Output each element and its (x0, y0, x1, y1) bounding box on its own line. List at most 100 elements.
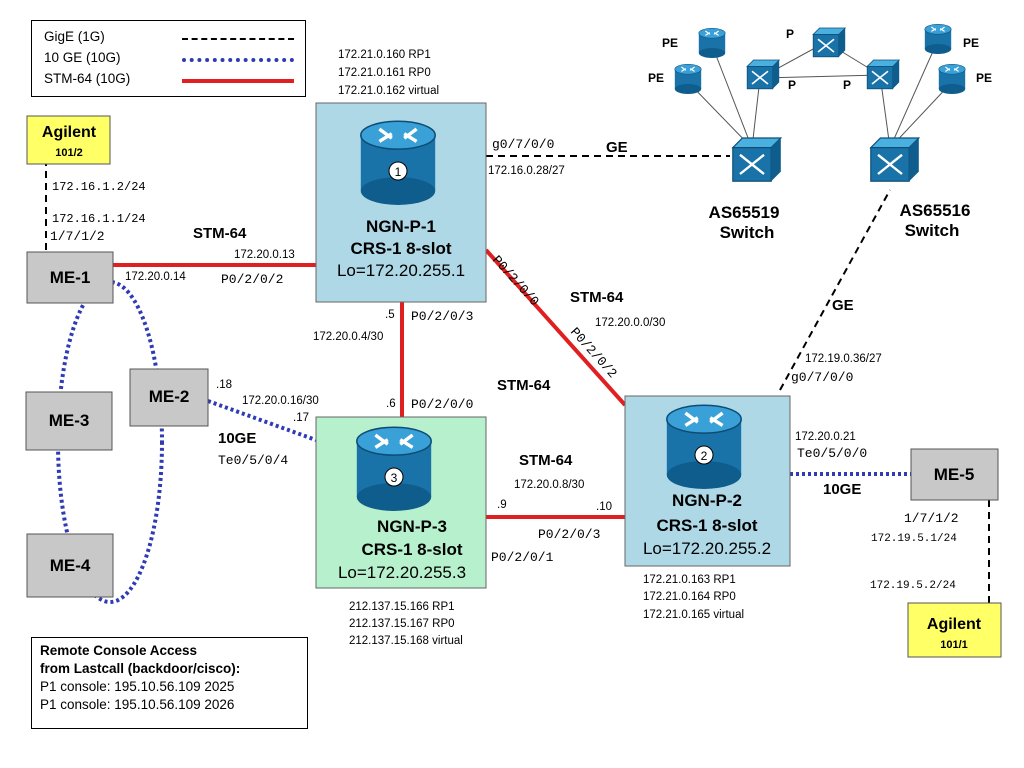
p2-me5-type: 10GE (823, 481, 861, 498)
legend-gige-line (182, 38, 294, 40)
p-switch-icon-2 (812, 27, 847, 58)
p2-mgmt-rp1: 172.21.0.163 RP1 (643, 574, 736, 586)
router-p1-name: NGN-P-1 (366, 217, 436, 236)
p1-sw-subnet: 172.16.0.28/27 (488, 165, 565, 177)
p2-port-me5: Te0/5/0/0 (797, 446, 867, 461)
p1-port-me1: P0/2/0/2 (221, 272, 283, 287)
edge-me4-label: ME-4 (50, 556, 91, 575)
legend-gige-label: GigE (1G) (44, 29, 105, 44)
p-label-2: P (788, 78, 796, 92)
p2-mgmt-virtual: 172.21.0.165 virtual (643, 609, 744, 621)
p1-sw-type: GE (606, 139, 628, 156)
router-p3-badge-circle (384, 467, 404, 487)
p1-p3-subnet: 172.20.0.4/30 (313, 331, 383, 343)
p1-ip-me1: 172.20.0.13 (234, 249, 295, 261)
agilent-2-name: Agilent (927, 616, 982, 633)
console-line-1: P1 console: 195.10.56.109 2025 (40, 679, 235, 694)
ag2-ip: 172.19.5.2/24 (870, 580, 956, 592)
pe-router-icon-3 (924, 23, 952, 55)
p2-sw-type: GE (832, 297, 854, 314)
me1-port-ag: 1/7/1/2 (50, 229, 105, 244)
router-p3-badge: 3 (391, 471, 398, 485)
me2-p3-subnet: 172.20.0.16/30 (242, 395, 319, 407)
p1-mgmt-virtual: 172.21.0.162 virtual (338, 85, 439, 97)
p-label-1: P (786, 27, 794, 41)
router-p1-badge-circle (388, 161, 408, 181)
me2-end: .18 (216, 379, 232, 391)
pe-label-1: PE (662, 36, 678, 50)
router-p3-name: NGN-P-3 (377, 517, 447, 536)
p3-end-me2: .17 (293, 412, 309, 424)
pe-router-icon-1 (698, 27, 726, 59)
pe-label-4: PE (976, 71, 992, 85)
p3-p2-type: STM-64 (519, 452, 573, 469)
p1-port-sw: g0/7/0/0 (492, 137, 554, 152)
p1-mgmt-rp0: 172.21.0.161 RP0 (338, 67, 431, 79)
p3-p2-subnet: 172.20.0.8/30 (514, 479, 584, 491)
as65516-sub: Switch (905, 221, 960, 240)
as65516-switch-icon (869, 136, 920, 183)
router-p2-loopback: Lo=172.20.255.2 (643, 539, 771, 558)
edge-me5-label: ME-5 (934, 465, 975, 484)
router-p1-badge: 1 (395, 165, 402, 179)
as65519-name: AS65519 (709, 203, 780, 222)
router-p2-model: CRS-1 8-slot (656, 516, 757, 535)
p3-p2-p3-end: .9 (497, 499, 507, 511)
link-p2-as65516 (779, 189, 891, 391)
p2-ip-me5: 172.20.0.21 (795, 431, 856, 443)
ag1-ip: 172.16.1.2/24 (52, 180, 146, 194)
legend: GigE (1G) 10 GE (10G) STM-64 (10G) (31, 20, 306, 97)
agilent-2[interactable]: Agilent 101/1 (907, 602, 1002, 658)
p1-port-p2: P0/2/0/0 (489, 253, 542, 309)
me2-p3-type: 10GE (218, 430, 256, 447)
link-p1-p2 (484, 248, 627, 407)
p-switch-icon-3 (866, 59, 901, 90)
p1-p3-p3-end: .6 (386, 398, 396, 410)
console-subtitle: from Lastcall (backdoor/cisco): (40, 661, 241, 676)
p2-port-p3: P0/2/0/3 (538, 527, 600, 542)
router-p1-loopback: Lo=172.20.255.1 (337, 261, 465, 280)
agilent-1[interactable]: Agilent 101/2 (26, 115, 111, 165)
link-me2-p3 (207, 399, 317, 442)
p3-mgmt-rp1: 212.137.15.166 RP1 (349, 601, 455, 613)
p3-mgmt-rp0: 212.137.15.167 RP0 (349, 618, 455, 630)
p3-port-p1: P0/2/0/0 (411, 397, 473, 412)
p1-p2-type: STM-64 (570, 289, 624, 306)
edge-me4[interactable]: ME-4 (26, 533, 114, 598)
p3-port-p2: P0/2/0/1 (491, 550, 554, 565)
p-label-3: P (843, 78, 851, 92)
p1-mgmt-rp1: 172.21.0.160 RP1 (338, 49, 431, 61)
router-p2-badge-circle (694, 445, 714, 465)
as65519-switch-icon (731, 136, 782, 183)
me5-port: 1/7/1/2 (904, 511, 959, 526)
pe-router-icon-4 (938, 63, 966, 95)
edge-me1-label: ME-1 (50, 268, 91, 287)
as65516-name: AS65516 (900, 201, 971, 220)
router-p2-name: NGN-P-2 (672, 491, 742, 510)
console-line-2: P1 console: 195.10.56.109 2026 (40, 697, 235, 712)
legend-stm64-label: STM-64 (10G) (44, 71, 131, 86)
edge-me2-label: ME-2 (149, 387, 190, 406)
pe-label-2: PE (648, 71, 664, 85)
p1-p3-p1-end: .5 (385, 309, 395, 321)
me1-ip-ag: 172.16.1.1/24 (52, 212, 146, 226)
p3-stm-label: STM-64 (497, 377, 551, 394)
console-title: Remote Console Access (40, 643, 198, 658)
edge-me5[interactable]: ME-5 (910, 448, 999, 501)
provider-cloud: PE PE P P P PE PE (648, 23, 992, 149)
p2-sw-subnet: 172.19.0.36/27 (805, 353, 882, 365)
agilent-2-port: 101/1 (940, 639, 968, 651)
p3-port-me2: Te0/5/0/4 (218, 453, 288, 468)
console-access-box: Remote Console Access from Lastcall (bac… (31, 637, 308, 729)
p2-mgmt-rp0: 172.21.0.164 RP0 (643, 591, 736, 603)
edge-me3[interactable]: ME-3 (25, 391, 113, 451)
p2-port-sw: g0/7/0/0 (791, 370, 853, 385)
p3-p2-p2-end: .10 (596, 501, 612, 513)
edge-me1[interactable]: ME-1 (26, 251, 114, 304)
edge-me2[interactable]: ME-2 (129, 368, 209, 427)
legend-10ge-line (182, 58, 294, 62)
router-p1-model: CRS-1 8-slot (350, 239, 451, 258)
p1-port-p3: P0/2/0/3 (411, 309, 473, 324)
agilent-1-name: Agilent (42, 124, 97, 141)
